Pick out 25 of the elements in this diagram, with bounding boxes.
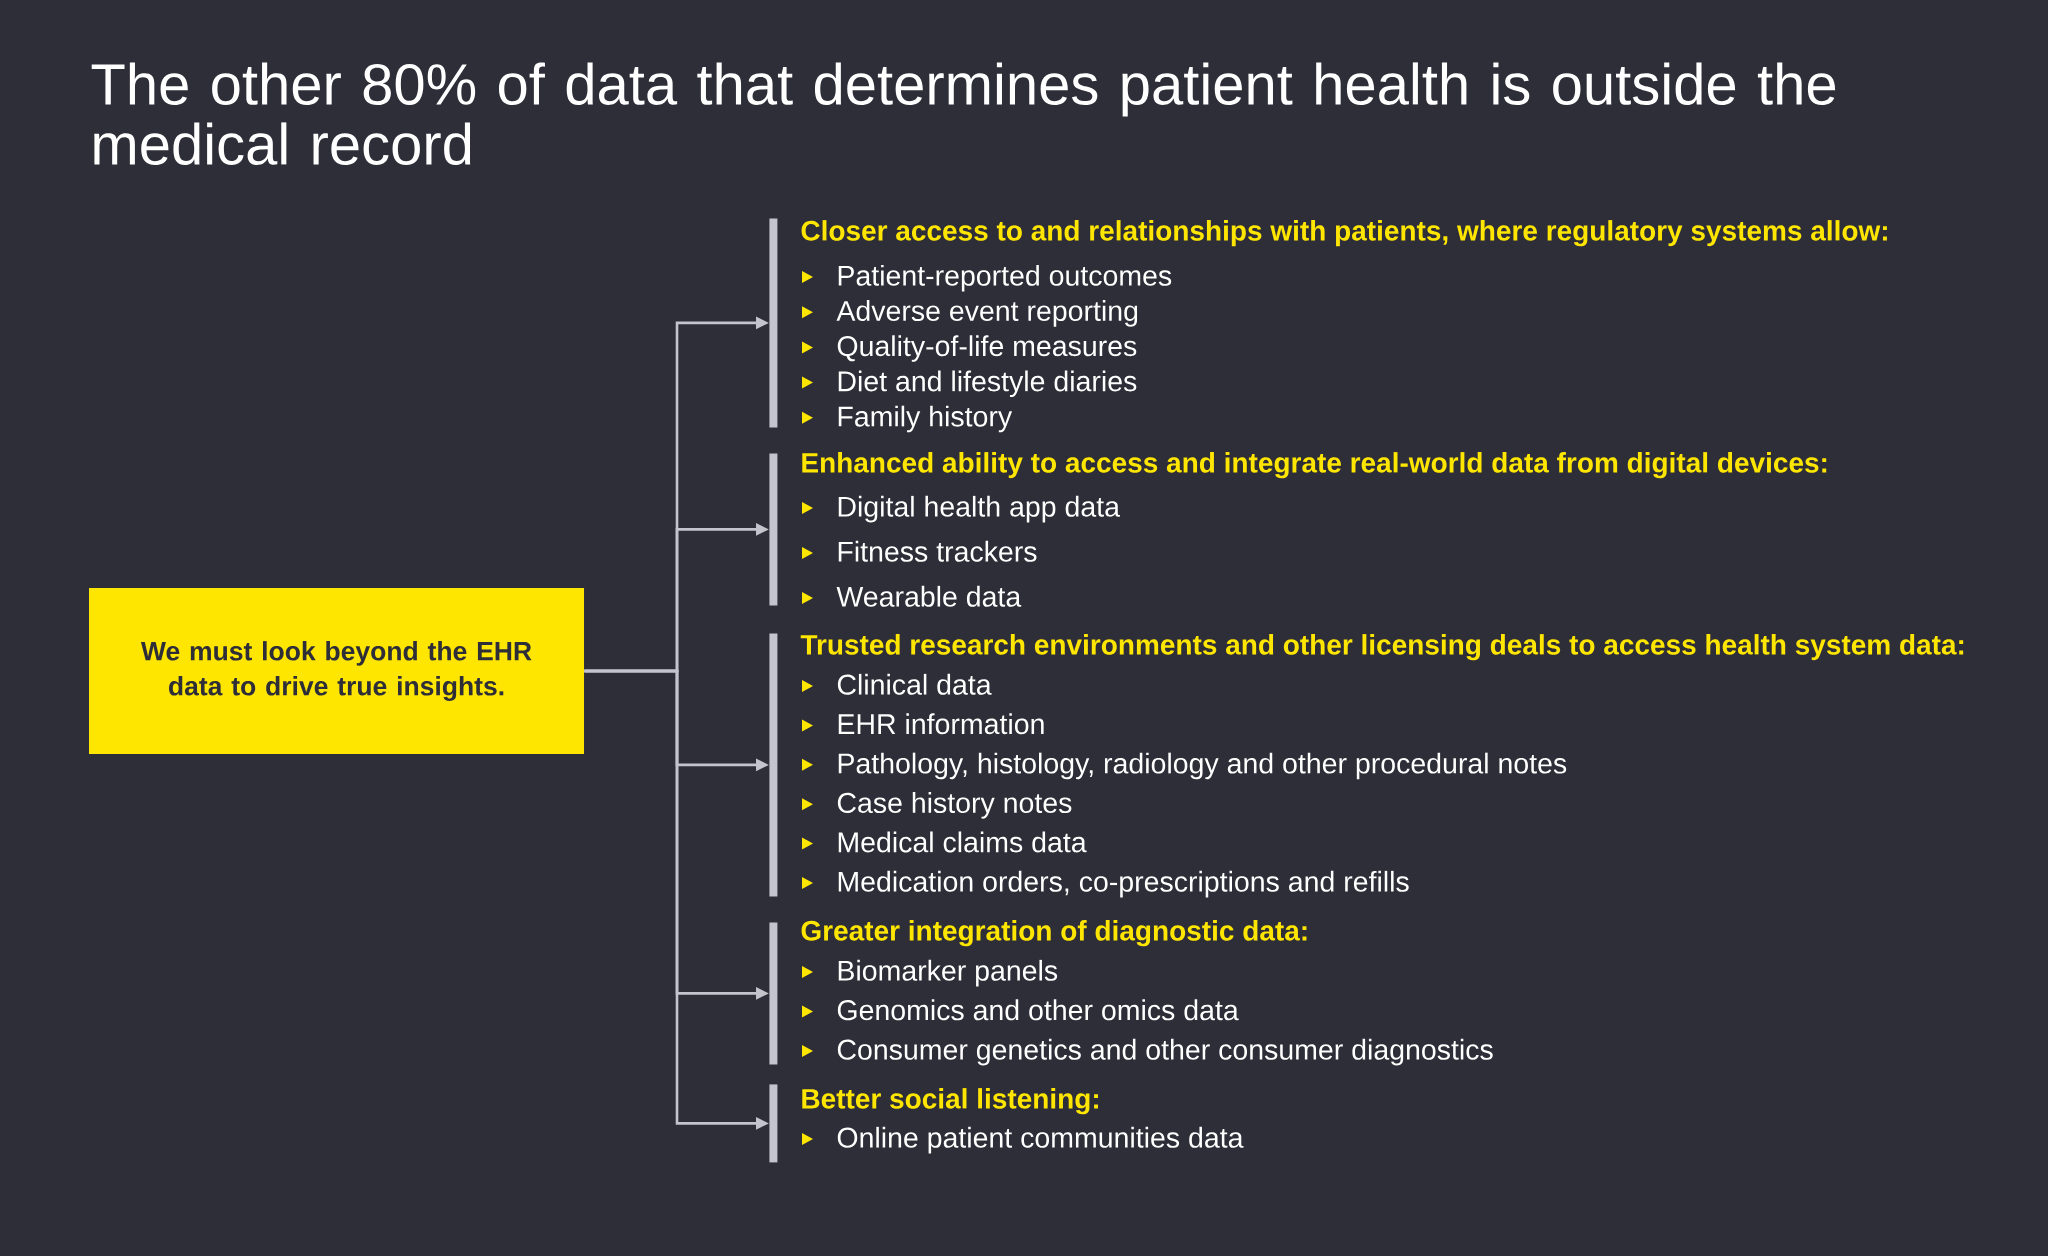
list-item: EHR information — [838, 713, 1044, 735]
list-item: Fitness trackers — [838, 540, 1037, 562]
list-item: Biomarker panels — [838, 959, 1058, 987]
list-heading: Better social listening: — [802, 1088, 1098, 1115]
list-item: Diet and lifestyle diaries — [838, 370, 1137, 398]
list-item: Clinical data — [837, 673, 992, 695]
list-heading: Trusted research environments and other licensing deals to access health system data: — [800, 634, 1964, 661]
callout-box: We must look beyond the EHR data to drive true insights. — [89, 588, 584, 754]
list-item: Quality-of-life measures — [837, 335, 1137, 362]
list-heading: Enhanced ability to access and integrate real-world data from digital devices: — [802, 452, 1827, 479]
list-item: Online patient communities data — [837, 1126, 1244, 1154]
list-item: Adverse event reporting — [836, 300, 1138, 327]
list-item: Medication orders, co-prescriptions and refills — [838, 870, 1409, 898]
list-item: Pathology, histology, radiology and other procedural notes — [838, 752, 1567, 780]
list-item: Case history notes — [837, 792, 1072, 819]
list-heading: Closer access to and relationships with patients, where regulatory systems allow: — [801, 220, 1887, 247]
list-item: Medical claims data — [838, 831, 1087, 853]
list-item: Genomics and other omics data — [837, 999, 1239, 1021]
list-item: Patient-reported outcomes — [838, 264, 1172, 292]
title: The other 80% of data that determines patient health is outside the medical record — [91, 62, 1836, 165]
list-item: Consumer genetics and other consumer diagnostics — [837, 1038, 1493, 1066]
list-item: Wearable data — [836, 585, 1022, 607]
list-heading: Greater integration of diagnostic data: — [801, 920, 1307, 947]
list-item: Digital health app data — [838, 495, 1120, 523]
list-item: Family history — [838, 405, 1013, 433]
